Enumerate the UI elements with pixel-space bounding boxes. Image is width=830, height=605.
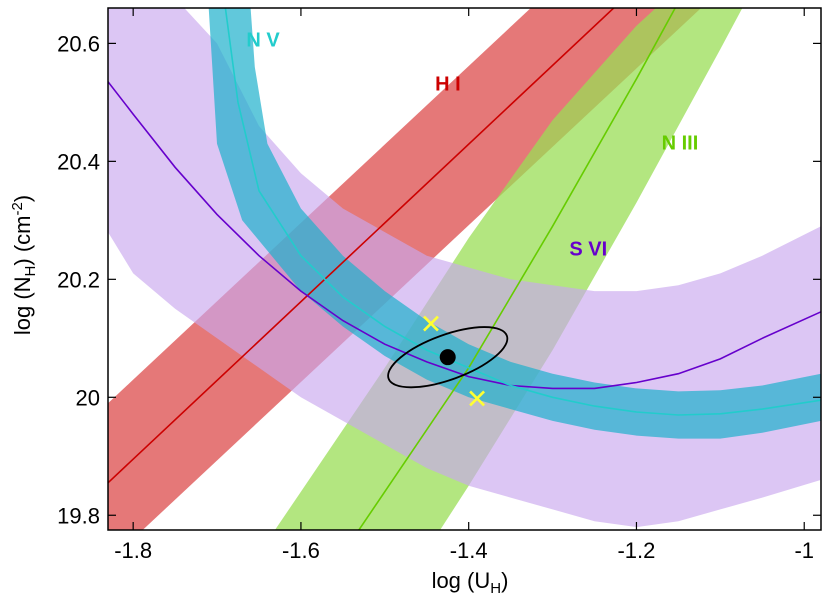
solution-error-ellipse	[387, 326, 509, 389]
error-cross-marker-1	[423, 315, 439, 332]
h-i-label: H I	[435, 74, 461, 96]
n-iii-label: N III	[662, 133, 699, 155]
x-tick-label: -1.2	[617, 538, 655, 563]
y-axis-title-suffix: )	[10, 195, 35, 202]
n-iii-line	[357, 8, 677, 530]
error-cross-marker-2	[469, 390, 486, 407]
solution-point	[439, 349, 456, 366]
y-axis-title-sup: -2	[9, 202, 26, 215]
confidence-bands	[108, 8, 821, 530]
x-axis-title-sub: H	[490, 580, 501, 597]
x-tick-label: -1.4	[450, 538, 488, 563]
plot-frame	[107, 7, 822, 531]
axes: -1.8 -1.6 -1.4 -1.2 -1 19.8 20 20.2 20.4 20.6	[57, 7, 822, 563]
n-v-label: N V	[246, 29, 280, 51]
model-lines	[108, 8, 821, 530]
y-tick-label: 20.4	[57, 149, 100, 174]
y-axis-title-prefix: log (N	[10, 276, 35, 335]
y-axis-title-sub: H	[22, 266, 39, 277]
y-tick-label: 20.6	[57, 31, 100, 56]
y-tick-label: 19.8	[57, 503, 100, 528]
y-axis-title-mid: ) (cm	[10, 216, 35, 266]
x-tick-label: -1.8	[114, 538, 152, 563]
y-axis-title: log (NH) (cm-2)	[9, 195, 39, 335]
h-i-line	[108, 8, 615, 484]
x-axis-title: log (UH)	[432, 568, 509, 597]
series-labels: H I N III S VI N V	[246, 29, 698, 260]
y-tick-label: 20	[76, 385, 100, 410]
s-vi-label: S VI	[569, 239, 607, 261]
s-vi-line	[108, 81, 821, 390]
x-tick-label: -1.6	[282, 538, 320, 563]
n-v-line	[224, 8, 821, 416]
x-axis-title-suffix: )	[501, 568, 508, 593]
y-tick-label: 20.2	[57, 267, 100, 292]
x-tick-label: -1	[794, 538, 814, 563]
x-axis-title-prefix: log (U	[432, 568, 491, 593]
solution-markers	[387, 315, 509, 407]
